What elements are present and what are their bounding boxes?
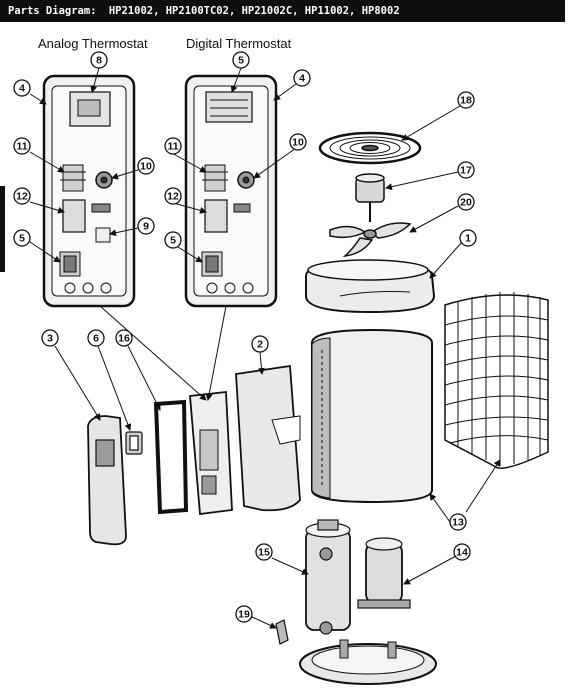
header-title: Parts Diagram: — [8, 5, 97, 17]
callout-12: 12 — [13, 187, 31, 205]
callout-number: 8 — [96, 55, 102, 67]
callout-13: 13 — [449, 513, 467, 531]
callout-4: 4 — [293, 69, 311, 87]
compressor — [357, 537, 411, 609]
callout-number: 13 — [452, 517, 464, 529]
callout-11: 11 — [13, 137, 31, 155]
callout-number: 2 — [257, 339, 263, 351]
callout-number: 15 — [258, 547, 270, 559]
callout-number: 5 — [170, 235, 176, 247]
wire-mesh-guard — [444, 292, 549, 469]
callout-10: 10 — [289, 133, 307, 151]
callout-number: 5 — [238, 55, 244, 67]
callout-number: 10 — [292, 137, 304, 149]
control-box — [189, 390, 233, 516]
callout-10: 10 — [137, 157, 155, 175]
base-pan — [299, 639, 437, 685]
callout-2: 2 — [251, 335, 269, 353]
callout-8: 8 — [90, 51, 108, 69]
callout-5: 5 — [164, 231, 182, 249]
callout-number: 11 — [167, 141, 178, 153]
callout-number: 16 — [118, 333, 130, 345]
header-models: HP21002, HP2100TC02, HP21002C, HP11002, … — [108, 5, 400, 17]
fan-blade — [329, 222, 412, 258]
callout-18: 18 — [457, 91, 475, 109]
callout-number: 5 — [19, 233, 25, 245]
callout-number: 6 — [93, 333, 99, 345]
digital-control-panel — [184, 74, 278, 308]
fan-motor — [355, 173, 385, 222]
callout-number: 4 — [19, 83, 25, 95]
callout-5: 5 — [232, 51, 250, 69]
callout-1: 1 — [459, 229, 477, 247]
analog-control-panel — [42, 74, 136, 308]
callout-12: 12 — [164, 187, 182, 205]
callout-number: 18 — [460, 95, 472, 107]
callout-number: 17 — [460, 165, 472, 177]
thermostat-gasket — [125, 431, 143, 455]
drain-fitting — [275, 619, 289, 645]
callout-number: 19 — [238, 609, 250, 621]
fan-grill — [318, 131, 422, 165]
callout-number: 12 — [167, 191, 179, 203]
side-panel — [235, 364, 301, 512]
callout-5: 5 — [13, 229, 31, 247]
callout-6: 6 — [87, 329, 105, 347]
door-seal — [153, 399, 189, 515]
callout-number: 1 — [465, 233, 471, 245]
callout-number: 14 — [456, 547, 468, 559]
heat-exchanger — [305, 519, 351, 635]
callout-4: 4 — [13, 79, 31, 97]
callout-number: 11 — [16, 141, 27, 153]
callout-16: 16 — [115, 329, 133, 347]
callout-15: 15 — [255, 543, 273, 561]
callout-number: 20 — [460, 197, 472, 209]
top-cover — [305, 259, 436, 314]
assembly-lines — [99, 305, 227, 401]
callout-number: 3 — [47, 333, 53, 345]
callout-number: 10 — [140, 161, 152, 173]
callout-19: 19 — [235, 605, 253, 623]
leader-lines — [29, 67, 501, 629]
callout-20: 20 — [457, 193, 475, 211]
callout-number: 12 — [16, 191, 28, 203]
callout-17: 17 — [457, 161, 475, 179]
callout-number: 4 — [299, 73, 305, 85]
callout-number: 9 — [143, 221, 149, 233]
callout-9: 9 — [137, 217, 155, 235]
digital-thermostat-label: Digital Thermostat — [186, 36, 292, 51]
side-tab-marker — [0, 186, 5, 272]
front-access-panel — [87, 415, 127, 546]
callout-14: 14 — [453, 543, 471, 561]
analog-thermostat-label: Analog Thermostat — [38, 36, 148, 51]
parts-diagram-header: Parts Diagram: HP21002, HP2100TC02, HP21… — [0, 0, 565, 22]
callout-3: 3 — [41, 329, 59, 347]
callout-11: 11 — [164, 137, 182, 155]
cabinet-panel — [311, 328, 433, 504]
